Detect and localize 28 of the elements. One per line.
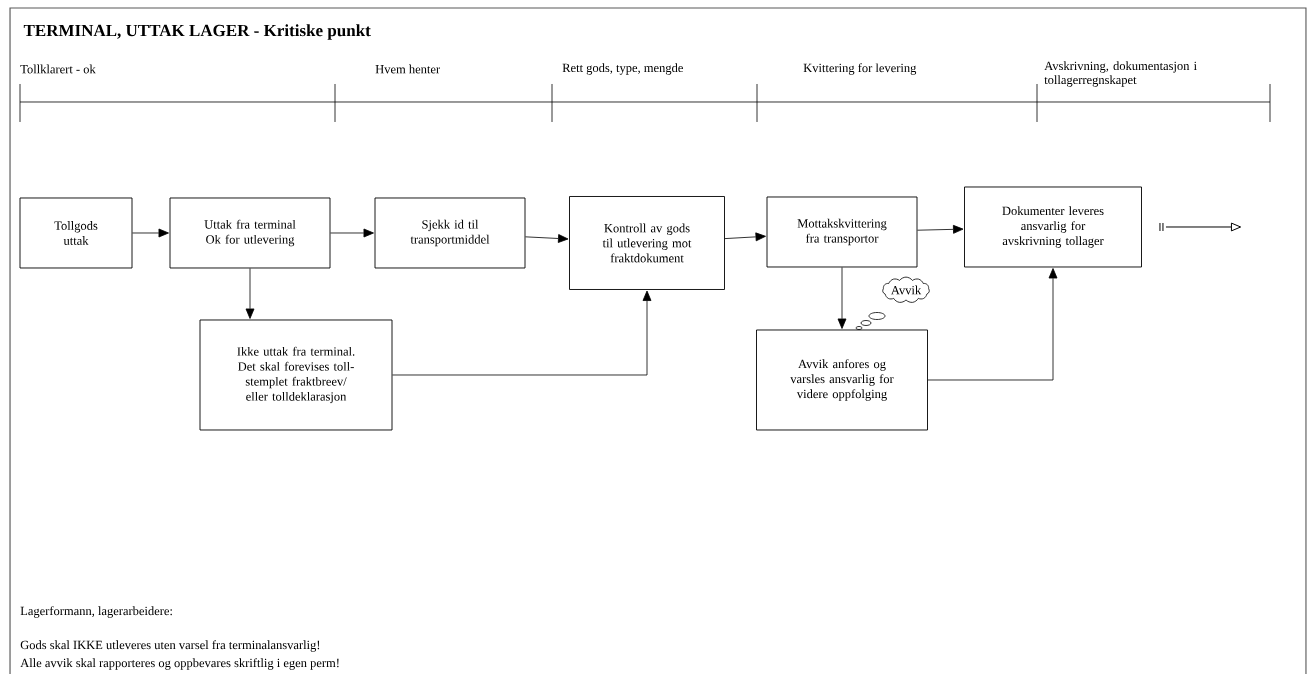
process-box: Mottakskvittering fra transportor (766, 196, 918, 268)
arrow (330, 228, 374, 238)
process-box: Avvik anfores og varsles ansvarlig for videre oppfolging (756, 329, 928, 431)
note-heading: Lagerformann, lagerarbeidere: (20, 606, 172, 618)
process-box: Dokumenter leveres ansvarlig for avskrivning tollager (964, 186, 1142, 268)
process-box: Kontroll av gods til utlevering mot fraktdokument (569, 196, 725, 290)
arrow (245, 268, 255, 319)
note-text: Alle avvik skal rapporteres og oppbevares skriftlig i egen perm! (20, 658, 339, 670)
arrow (132, 228, 169, 238)
arrow (525, 234, 569, 243)
arrow (392, 290, 652, 376)
arrow (724, 232, 766, 242)
process-box: Tollgods uttak (19, 197, 133, 269)
arrow (927, 268, 1058, 381)
thought-cloud: Avvik (855, 276, 930, 330)
arrow (837, 267, 847, 329)
phase-label: Avskrivning, dokumentasjon i tollagerregnskapet (1044, 61, 1197, 87)
title: TERMINAL, UTTAK LAGER - Kritiske punkt (23, 24, 371, 40)
phase-label: Rett gods, type, mengde (562, 63, 683, 75)
process-box: Ikke uttak fra terminal. Det skal forevises toll-stemplet fraktbreev/ eller tolldeklarasjon (199, 319, 393, 431)
exit-arrow (1159, 222, 1242, 232)
arrow (917, 224, 964, 234)
phase-label: Hvem henter (375, 64, 440, 74)
phase-label: Tollklarert - ok (20, 64, 96, 74)
process-box: Sjekk id til transportmiddel (374, 197, 526, 269)
process-box: Uttak fra terminal Ok for utlevering (169, 197, 331, 269)
phase-label: Kvittering for levering (803, 63, 917, 75)
note-text: Gods skal IKKE utleveres uten varsel fra terminalansvarlig! (20, 640, 320, 652)
